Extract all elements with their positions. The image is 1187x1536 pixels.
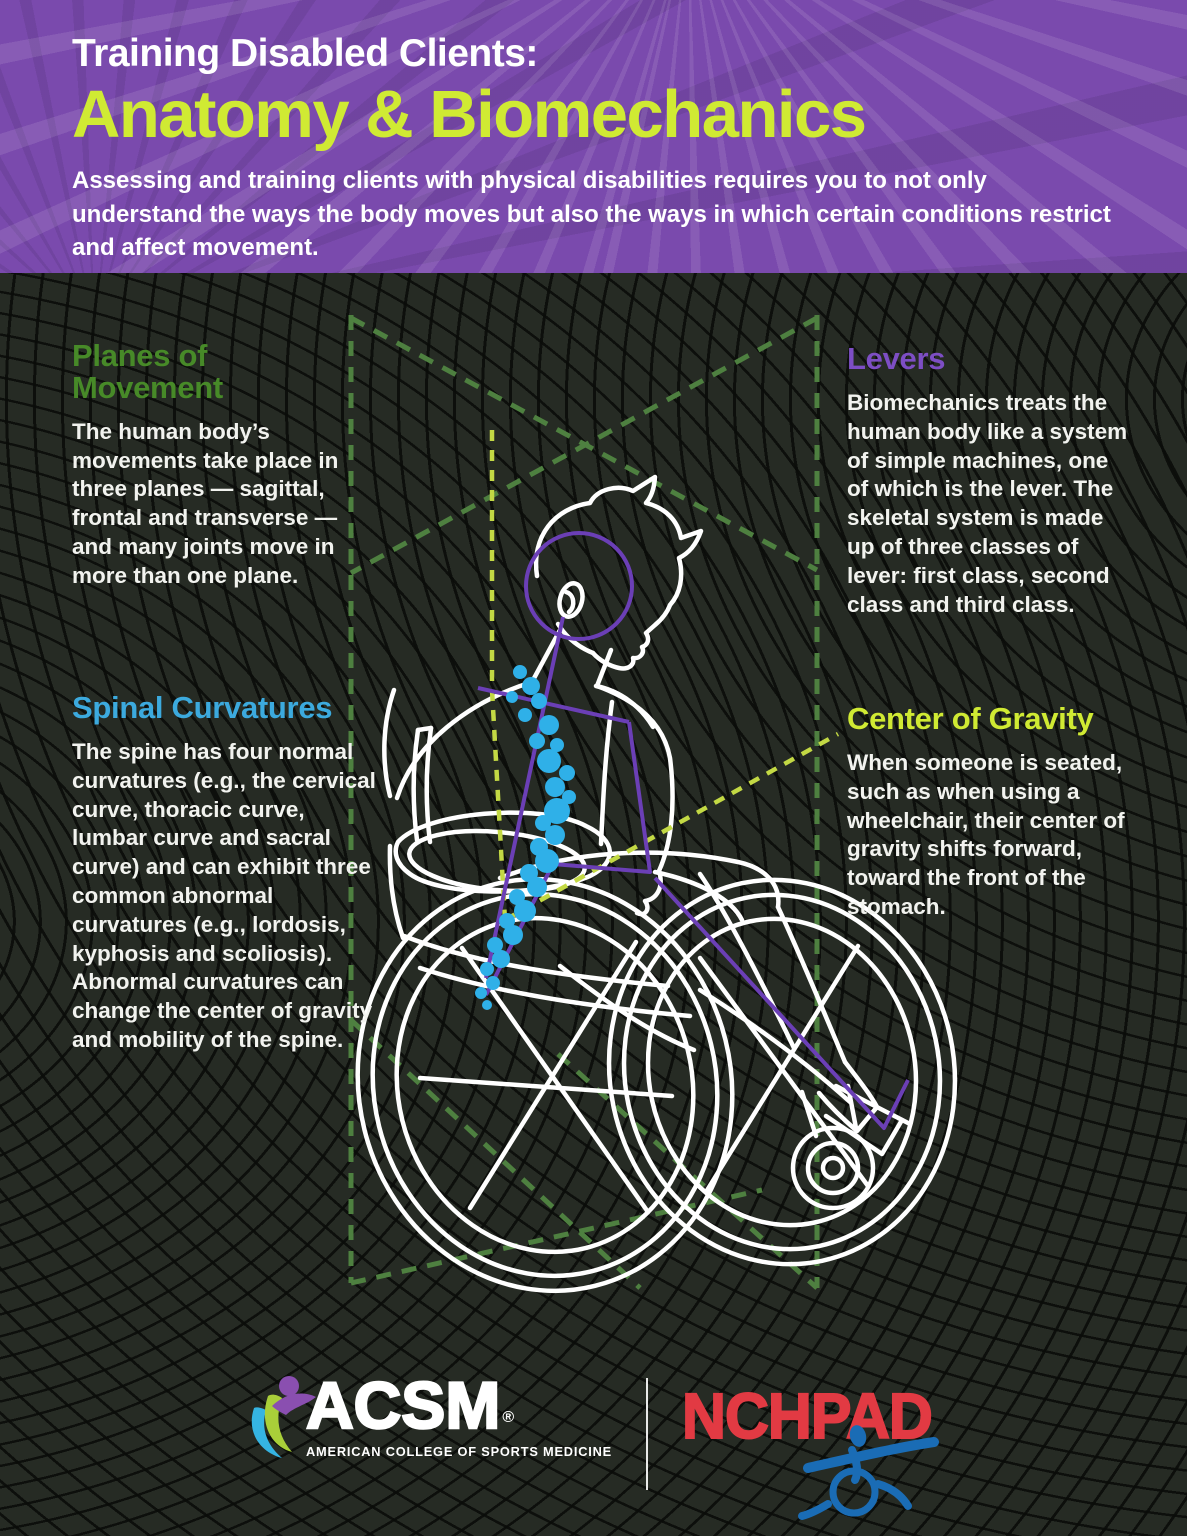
registered-trademark: ® xyxy=(502,1409,515,1426)
planes-body: The human body’s movements take place in… xyxy=(72,418,339,588)
acsm-swoosh-person-icon xyxy=(251,1376,316,1458)
wheelchair-racer-icon xyxy=(797,1425,939,1520)
head-circle xyxy=(524,531,634,641)
acsm-logo: ACSM® AMERICAN COLLEGE OF SPORTS MEDICIN… xyxy=(242,1368,612,1460)
gravity-leader-line xyxy=(503,732,840,922)
planes-heading: Planes of Movement xyxy=(72,338,223,405)
nchpad-logo: NCHPAD xyxy=(681,1380,945,1520)
logo-divider xyxy=(645,1378,648,1490)
intro-paragraph: Assessing and training clients with phys… xyxy=(72,166,1111,262)
section-planes-of-movement: Planes of Movement The human body’s move… xyxy=(72,340,376,591)
acsm-wordmark: ACSM® xyxy=(305,1368,515,1442)
spinal-heading: Spinal Curvatures xyxy=(72,690,333,725)
levers-body: Biomechanics treats the human body like … xyxy=(847,389,1128,617)
section-levers: Levers Biomechanics treats the human bod… xyxy=(847,343,1129,619)
spinal-column-dots xyxy=(475,665,576,1010)
section-center-of-gravity: Center of Gravity When someone is seated… xyxy=(847,703,1141,922)
levers-heading: Levers xyxy=(847,341,946,376)
spinal-body: The spine has four normal curvatures (e.… xyxy=(72,738,376,1052)
section-spinal-curvatures: Spinal Curvatures The spine has four nor… xyxy=(72,692,384,1055)
sagittal-plane-dashed xyxy=(489,430,840,922)
nchpad-wordmark: NCHPAD xyxy=(681,1380,934,1452)
movement-planes-dashed xyxy=(348,315,820,1290)
header-banner: Training Disabled Clients: Anatomy & Bio… xyxy=(0,0,1187,273)
kicker-title: Training Disabled Clients: xyxy=(72,32,538,75)
gravity-heading: Center of Gravity xyxy=(847,701,1094,736)
acsm-subtitle: AMERICAN COLLEGE OF SPORTS MEDICINE xyxy=(305,1444,612,1459)
acsm-logo-text: ACSM® AMERICAN COLLEGE OF SPORTS MEDICIN… xyxy=(305,1368,612,1459)
gravity-body: When someone is seated, such as when usi… xyxy=(847,749,1125,919)
footer-logos: ACSM® AMERICAN COLLEGE OF SPORTS MEDICIN… xyxy=(0,1368,1187,1520)
page-title: Anatomy & Biomechanics xyxy=(72,76,867,152)
lever-lines xyxy=(477,531,910,1130)
